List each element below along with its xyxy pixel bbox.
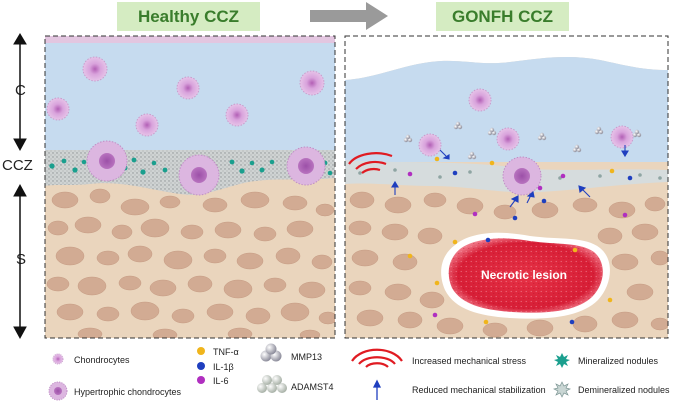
healthy-panel: [45, 36, 335, 338]
axis-label-cartilage: C: [15, 82, 26, 99]
healthy-panel-border: [44, 35, 336, 339]
cartilage-layer-right: [345, 56, 668, 163]
legend-stabilization-icon: [372, 379, 382, 400]
legend-label-hypertrophic: Hypertrophic chondrocytes: [74, 387, 182, 397]
hypertrophic-chondrocytes-left: [86, 140, 326, 196]
legend-label-stabilization: Reduced mechanical stabilization: [412, 385, 546, 395]
legend-label-demineralized: Demineralized nodules: [578, 385, 670, 395]
chondrocytes-left: [46, 56, 325, 137]
cytokines-right: [407, 156, 633, 325]
legend-adamst4-icon: [257, 375, 287, 393]
title-gonfh-ccz: GONFH CCZ: [436, 2, 569, 31]
transition-arrow: [310, 2, 388, 30]
legend-label-mineralized: Mineralized nodules: [578, 356, 659, 366]
legend-label-il6: IL-6: [213, 376, 229, 386]
calcified-zone-right: [345, 160, 668, 193]
mmp13-clusters-right: [403, 121, 642, 160]
necrotic-lesion-label: Necrotic lesion: [481, 268, 567, 282]
legend-tnf-icon: [197, 347, 205, 355]
axis-label-ccz: CCZ: [2, 157, 33, 174]
legend-mineralized-icon: [554, 353, 570, 368]
gonfh-panel-border: [344, 35, 669, 339]
legend-label-adamst4: ADAMST4: [291, 382, 334, 392]
legend-chondrocyte-icon: [52, 353, 64, 365]
stabilization-arrows-right: [391, 145, 629, 208]
title-healthy-ccz: Healthy CCZ: [117, 2, 260, 31]
bone-cells-right: [348, 191, 668, 338]
mineralized-nodules-left: [49, 157, 333, 176]
axis-arrows: [13, 33, 27, 340]
legend-demineralized-icon: [552, 381, 572, 398]
legend-label-chondrocytes: Chondrocytes: [74, 355, 130, 365]
cartilage-loss-right: [345, 36, 668, 80]
legend-il6-icon: [197, 376, 205, 384]
articular-surface-left: [45, 36, 335, 43]
calcified-zone-left: [45, 150, 335, 195]
legend-mmp13-icon: [260, 343, 282, 362]
cartilage-layer-left: [45, 36, 335, 154]
gonfh-panel: Necrotic lesion: [345, 36, 668, 338]
chondrocytes-right: [418, 88, 634, 157]
bone-cells-left: [46, 188, 335, 338]
mechanical-stress-icon: [348, 152, 393, 174]
legend-label-il1b: IL-1β: [213, 362, 234, 372]
legend-label-mmp13: MMP13: [291, 352, 323, 362]
necrotic-lesion-halo: [441, 232, 610, 319]
necrotic-lesion: [448, 238, 603, 313]
legend-label-stress: Increased mechanical stress: [412, 356, 527, 366]
legend-hypertrophic-icon: [48, 381, 68, 401]
legend-stress-icon: [351, 348, 403, 368]
legend-il1b-icon: [197, 362, 205, 370]
demineralized-nodules-right: [358, 168, 662, 180]
legend-label-tnf: TNF-α: [213, 347, 239, 357]
hypertrophic-chondrocytes-right: [502, 156, 542, 196]
axis-label-subchondral: S: [16, 251, 27, 268]
